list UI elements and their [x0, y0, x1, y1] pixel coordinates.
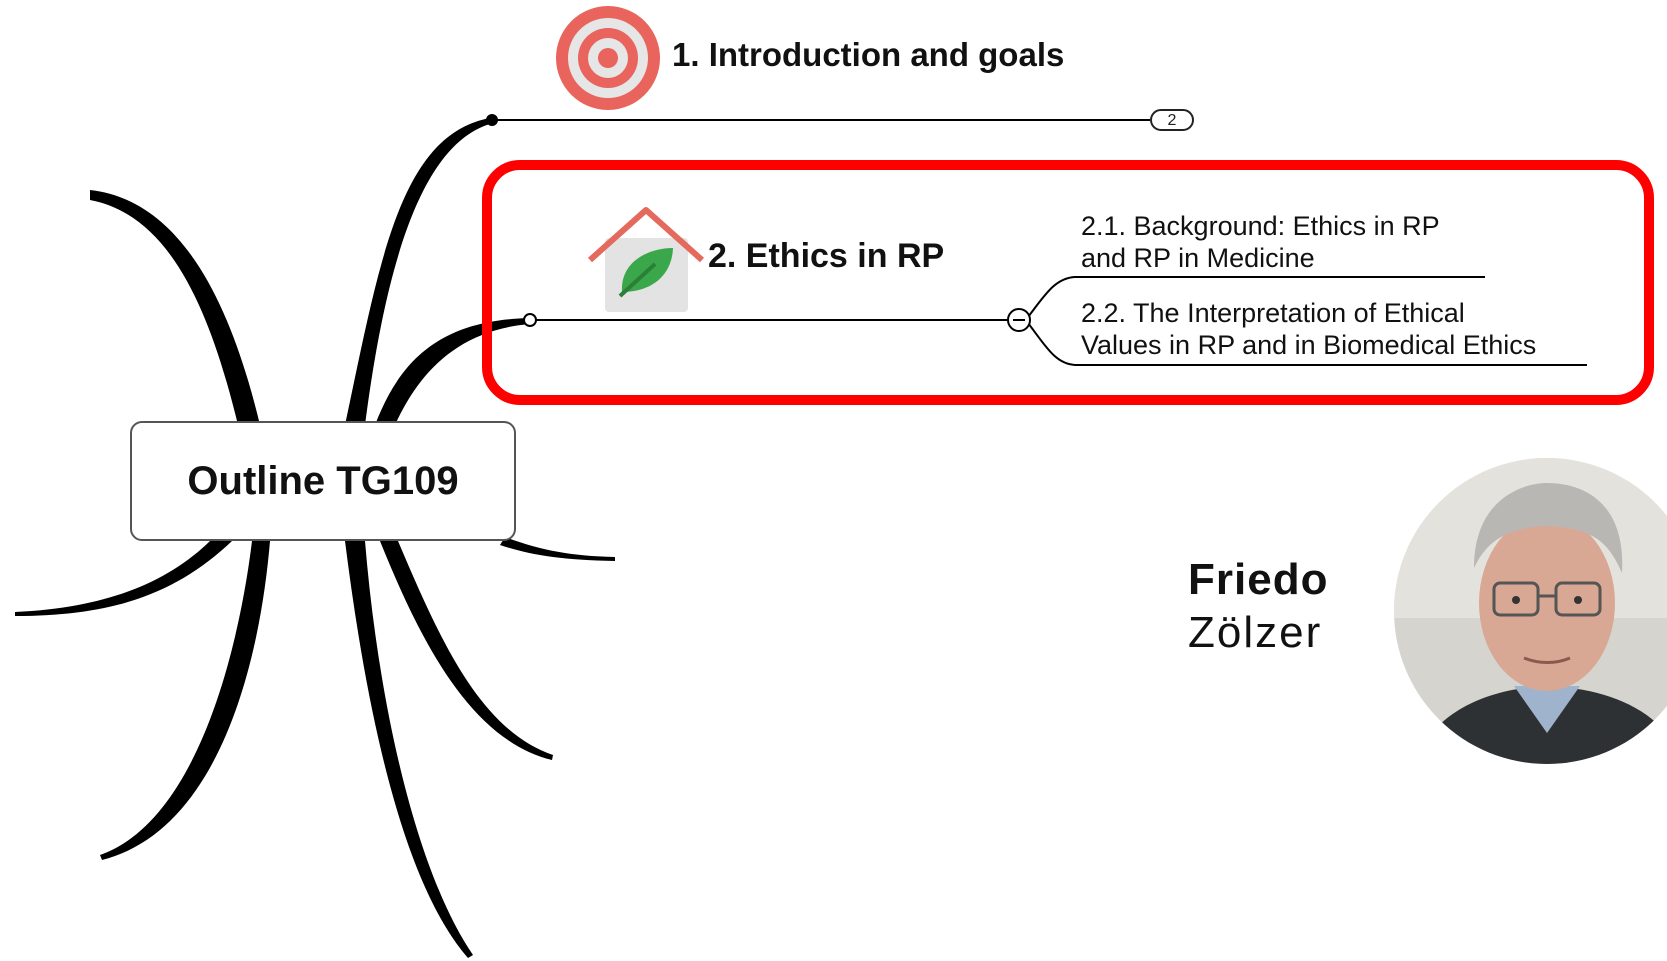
branch-left-lower	[15, 541, 232, 616]
house-leaf-icon	[588, 207, 704, 312]
presenter-photo	[1394, 458, 1667, 764]
central-topic[interactable]: Outline TG109	[130, 421, 516, 541]
branch-up-center	[345, 118, 490, 425]
collapsed-count-badge[interactable]: 2	[1150, 109, 1194, 131]
presenter-last-name: Zölzer	[1188, 608, 1323, 657]
subtopic-connector-upper	[1027, 276, 1485, 318]
topic2-junction-dot	[523, 313, 537, 327]
subtopic-background-label[interactable]: 2.1. Background: Ethics in RP and RP in …	[1081, 211, 1440, 273]
subtopic-interpretation-label[interactable]: 2.2. The Interpretation of Ethical Value…	[1081, 298, 1537, 360]
central-topic-label: Outline TG109	[187, 458, 459, 503]
target-icon	[556, 6, 660, 110]
branch-right-lower	[500, 537, 615, 561]
branch-up-right	[375, 318, 530, 425]
presenter-first-name: Friedo	[1188, 555, 1329, 604]
highlight-frame	[482, 160, 1654, 405]
topic-ethics-label[interactable]: 2. Ethics in RP	[708, 237, 945, 275]
branch-down-center	[345, 541, 473, 958]
branch-down-right	[380, 541, 553, 760]
topic1-junction-dot	[486, 114, 498, 126]
branch-up-left-outer	[90, 190, 260, 425]
branch-down-left	[100, 541, 270, 860]
subtopic-connector-lower	[1027, 322, 1587, 366]
topic-introduction-label[interactable]: 1. Introduction and goals	[672, 36, 1065, 73]
